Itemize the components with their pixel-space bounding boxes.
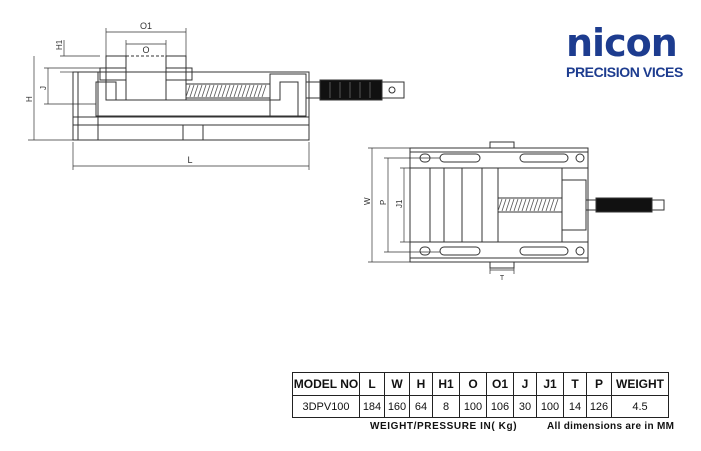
spec-header-cell: W: [384, 372, 410, 396]
dimensions-note: All dimensions are in MM: [547, 421, 675, 432]
top-view-fixed-jaw: [443, 167, 463, 243]
dim-o-label: O: [142, 45, 149, 55]
spec-header-cell: P: [586, 372, 612, 396]
top-view-slot: [519, 246, 569, 256]
spec-header-cell: H: [409, 372, 433, 396]
spec-header-cell: J1: [536, 372, 564, 396]
spec-header-cell: MODEL NO: [292, 372, 360, 396]
dim-j-label: J: [39, 86, 48, 90]
dim-t-label: T: [500, 275, 505, 282]
top-view-handle: [595, 197, 653, 213]
spec-cell: 106: [486, 395, 514, 418]
spec-header-cell: L: [359, 372, 385, 396]
dim-o1-label: O1: [140, 21, 152, 31]
spec-cell: 100: [536, 395, 564, 418]
weight-note: WEIGHT/PRESSURE IN( Kg): [370, 421, 518, 432]
spec-cell: 100: [459, 395, 487, 418]
dim-p-label: P: [379, 200, 388, 205]
spec-cell: 184: [359, 395, 385, 418]
spec-header-cell: O1: [486, 372, 514, 396]
spec-cell: 160: [384, 395, 410, 418]
brand-block: nicon PRECISION VICES: [566, 24, 692, 84]
spec-header-cell: T: [563, 372, 587, 396]
spec-table: MODEL NO L W H H1 O O1 J J1 T P WEIGHT 3…: [292, 372, 669, 418]
top-view-screw: [497, 197, 563, 213]
top-view-slot: [519, 153, 569, 163]
dim-h-label: H: [25, 96, 34, 102]
spec-header-cell: H1: [432, 372, 460, 396]
table-row: 3DPV100 184 160 64 8 100 106 30 100 14 1…: [292, 395, 669, 418]
spec-header-cell: WEIGHT: [611, 372, 669, 396]
spec-cell: 3DPV100: [292, 395, 360, 418]
spec-cell: 4.5: [611, 395, 669, 418]
dim-j1-label: J1: [395, 199, 404, 208]
spec-cell: 126: [586, 395, 612, 418]
spec-table-header-row: MODEL NO L W H H1 O O1 J J1 T P WEIGHT: [292, 372, 669, 396]
dim-w-label: W: [363, 197, 372, 205]
spec-cell: 64: [409, 395, 433, 418]
top-view-slot: [439, 153, 481, 163]
spec-header-cell: J: [513, 372, 537, 396]
spec-header-cell: O: [459, 372, 487, 396]
dim-h1-label: H1: [55, 39, 64, 50]
brand-logo: nicon: [566, 21, 678, 65]
spec-cell: 30: [513, 395, 537, 418]
spec-cell: 14: [563, 395, 587, 418]
top-view-body: [409, 151, 589, 259]
spec-cell: 8: [432, 395, 460, 418]
top-view-slot: [439, 246, 481, 256]
brand-tagline: PRECISION VICES: [566, 64, 683, 80]
dim-l-label: L: [187, 155, 192, 165]
top-view-moving-jaw: [481, 167, 499, 243]
